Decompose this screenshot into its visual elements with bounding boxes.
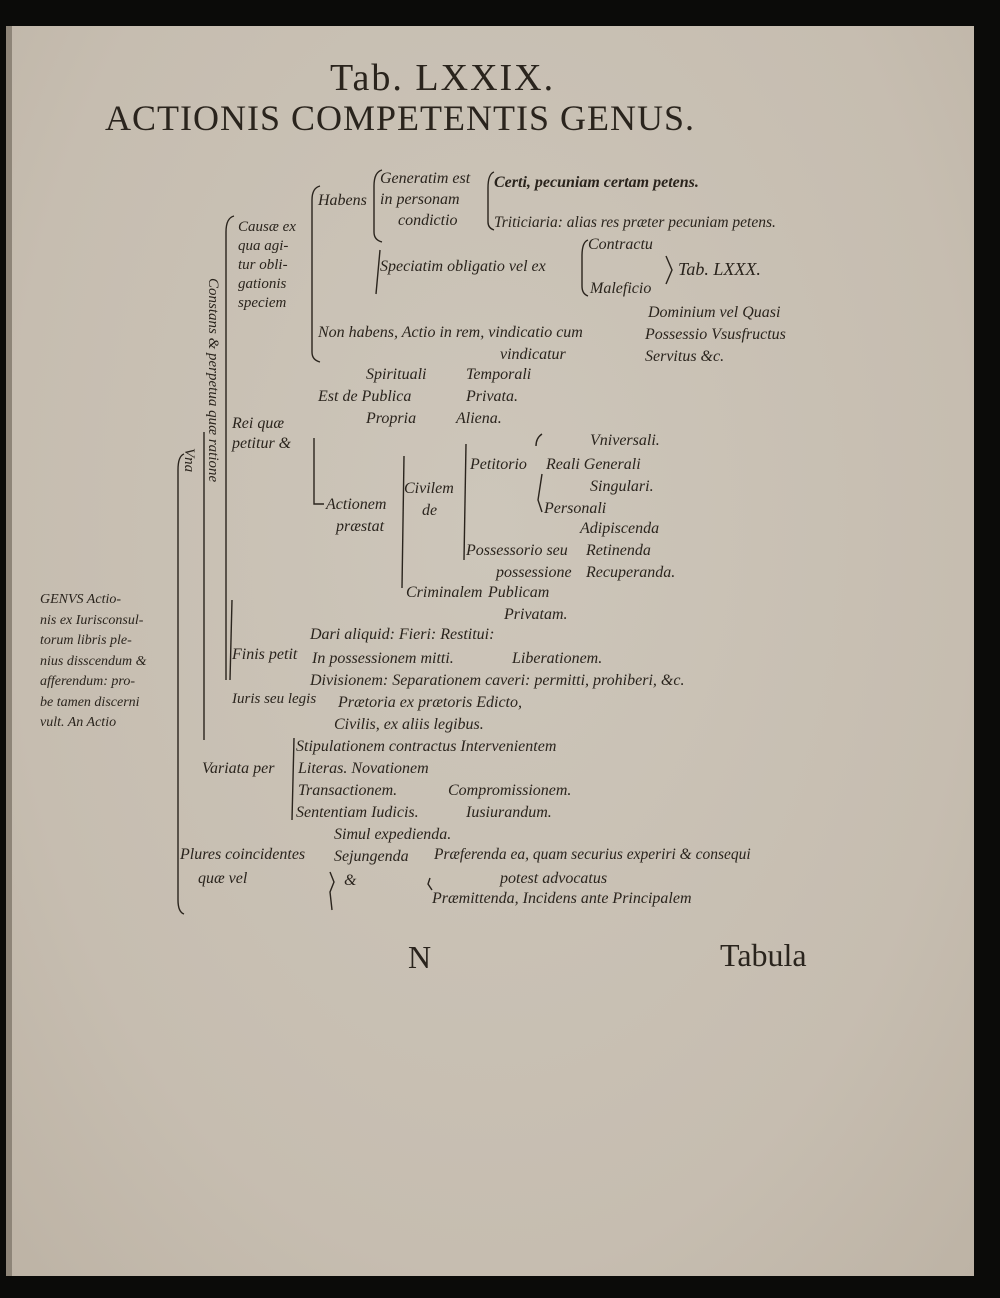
genus-line: vult. An Actio	[40, 715, 117, 730]
in-possessionem-text: In possessionem mitti.	[312, 650, 454, 667]
page-spine-edge	[6, 26, 12, 1276]
variata-text: Variata per	[202, 760, 275, 777]
reali-generali-text: Reali Generali	[546, 456, 641, 473]
sententiam-text: Sententiam Iudicis.	[296, 804, 419, 821]
certi-text: Certi, pecuniam certam petens.	[494, 174, 699, 191]
stipulationem-text: Stipulationem contractus Intervenientem	[296, 738, 557, 755]
quae-vel-text: quæ vel	[198, 870, 248, 887]
dari-text: Dari aliquid: Fieri: Restitui:	[310, 626, 495, 643]
causae-line: gationis	[238, 276, 287, 292]
spirituali-text: Spirituali	[366, 366, 427, 383]
universali-text: Vniversali.	[590, 432, 660, 449]
generatim-line: condictio	[398, 212, 458, 229]
potest-text: potest advocatus	[500, 870, 608, 887]
rei-label: Rei quæ petitur &	[232, 414, 291, 454]
possessio-text: Possessio Vsusfructus	[645, 326, 786, 343]
possessione-text: possessione	[496, 564, 572, 581]
iuris-text: Iuris seu legis	[232, 691, 317, 707]
plures-text: Plures coincidentes	[180, 846, 306, 863]
contractu-text: Contractu	[588, 236, 653, 253]
praeferenda-text: Præferenda ea, quam securius experiri & …	[434, 846, 751, 863]
literas-text: Literas. Novationem	[298, 760, 429, 777]
genus-line: afferendum: pro-	[40, 674, 135, 689]
generatim-label: Generatim est in personam condictio	[380, 168, 470, 231]
publicam-text: Publicam	[488, 584, 550, 601]
speciatim-text: Speciatim obligatio vel ex	[380, 258, 546, 275]
actionem-line: præstat	[336, 518, 385, 535]
genus-line: torum libris ple-	[40, 633, 132, 648]
civilis-text: Civilis, ex aliis legibus.	[334, 716, 484, 733]
genus-line: GENVS Actio-	[40, 592, 122, 607]
causae-line: qua agi-	[238, 238, 289, 254]
vertical-label-una: Vna	[181, 448, 197, 473]
divisionem-text: Divisionem: Separationem caveri: permitt…	[310, 672, 685, 689]
generatim-line: Generatim est	[380, 170, 471, 187]
aliena-text: Aliena.	[456, 410, 502, 427]
causae-line: speciem	[238, 295, 287, 311]
triticiaria-text: Triticiaria: alias res præter pecuniam p…	[494, 214, 776, 231]
possessorio-text: Possessorio seu	[466, 542, 568, 559]
non-habens-text: Non habens, Actio in rem, vindicatio cum	[318, 324, 583, 341]
vertical-label-constans: Constans & perpetua quæ ratione	[205, 278, 221, 483]
genus-label: GENVS Actio- nis ex Iurisconsul- torum l…	[40, 590, 180, 734]
civilem-line: de	[422, 502, 438, 519]
catchword: Tabula	[720, 937, 807, 973]
temporali-text: Temporali	[466, 366, 532, 383]
generatim-line: in personam	[380, 191, 460, 208]
vindicatur-text: vindicatur	[500, 346, 566, 363]
liberationem-text: Liberationem.	[512, 650, 603, 667]
criminalem-text: Criminalem	[406, 584, 483, 601]
propria-text: Propria	[366, 410, 417, 427]
privatam-text: Privatam.	[504, 606, 568, 623]
signature-mark: N	[408, 939, 432, 975]
rei-line: Rei quæ	[232, 415, 284, 432]
maleficio-text: Maleficio	[590, 280, 652, 297]
finis-text: Finis petit	[232, 646, 298, 663]
et-text: &	[344, 872, 357, 889]
transactionem-text: Transactionem.	[298, 782, 398, 799]
iusiurandum-text: Iusiurandum.	[466, 804, 552, 821]
plate-number: Tab. LXXIX.	[330, 57, 556, 99]
book-page	[6, 26, 974, 1276]
privata-text: Privata.	[466, 388, 518, 405]
genus-line: be tamen discerni	[40, 694, 140, 710]
actionem-label: Actionem præstat	[326, 494, 386, 538]
genus-line: nius disscendum &	[40, 653, 147, 669]
praemittenda-text: Præmittenda, Incidens ante Principalem	[432, 890, 692, 907]
civilem-label: Civilem de	[404, 478, 454, 522]
petitorio-text: Petitorio	[470, 456, 527, 473]
genus-line: nis ex Iurisconsul-	[40, 612, 144, 628]
dominium-text: Dominium vel Quasi	[648, 304, 781, 321]
actionem-line: Actionem	[326, 496, 387, 513]
singulari-text: Singulari.	[590, 478, 654, 495]
adipiscenda-text: Adipiscenda	[580, 520, 660, 537]
retinenda-text: Retinenda	[586, 542, 651, 559]
civilem-line: Civilem	[404, 480, 454, 497]
page-title: ACTIONIS COMPETENTIS GENUS.	[105, 98, 696, 138]
simul-text: Simul expedienda.	[334, 826, 452, 843]
est-de-text: Est de Publica	[318, 388, 412, 405]
rei-line: petitur &	[232, 435, 292, 452]
personali-text: Personali	[544, 500, 607, 517]
habens-label: Habens	[318, 192, 367, 209]
tab-reference: Tab. LXXX.	[678, 259, 761, 279]
causae-line: tur obli-	[238, 257, 288, 273]
praetoria-text: Prætoria ex prætoris Edicto,	[338, 694, 522, 711]
causae-line: Causæ ex	[238, 219, 296, 235]
compromissionem-text: Compromissionem.	[448, 782, 572, 799]
causae-label: Causæ ex qua agi- tur obli- gationis spe…	[238, 218, 296, 313]
servitus-text: Servitus &c.	[645, 348, 725, 365]
sejungenda-text: Sejungenda	[334, 848, 409, 865]
recuperanda-text: Recuperanda.	[586, 564, 676, 581]
